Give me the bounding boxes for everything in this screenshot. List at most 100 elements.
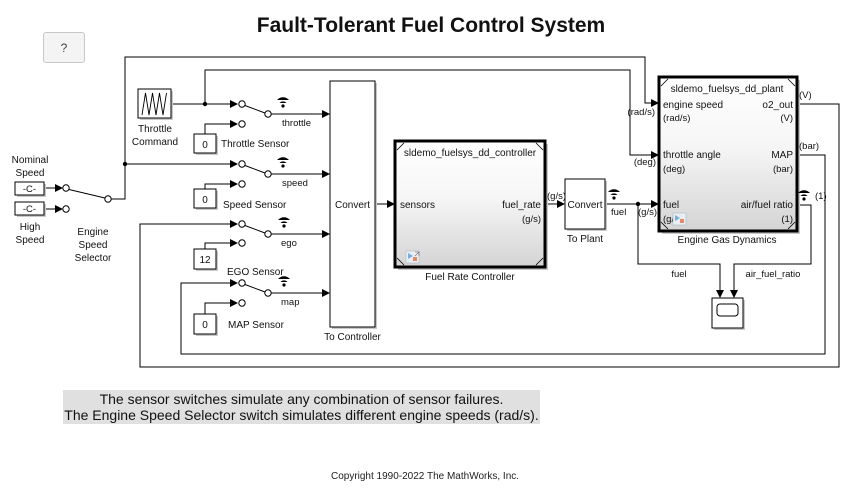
signal-unit: (rad/s) xyxy=(628,107,655,118)
speed-sensor-constant[interactable]: 0 Speed Sensor xyxy=(193,188,287,211)
signal-unit: (bar) xyxy=(799,141,819,152)
input-port-fuel: fuel xyxy=(663,200,679,211)
fuel-rate-controller-label: Fuel Rate Controller xyxy=(425,272,515,283)
nominal-speed-label: Nominal xyxy=(12,155,49,166)
constant-value: 0 xyxy=(202,140,208,151)
model-reference-name: sldemo_fuelsys_dd_plant xyxy=(671,84,784,95)
signal-logging-icon xyxy=(277,157,289,168)
high-speed-label: High xyxy=(20,222,41,233)
model-reference-name: sldemo_fuelsys_dd_controller xyxy=(404,148,537,159)
throttle-command-block[interactable]: Throttle Command xyxy=(132,88,178,148)
junction-dot xyxy=(202,101,208,107)
engine-speed-selector-label: Engine xyxy=(77,227,109,238)
constant-value: 0 xyxy=(202,195,208,206)
copyright-text: Copyright 1990-2022 The MathWorks, Inc. xyxy=(330,471,520,482)
junction-dot xyxy=(122,161,128,167)
signal-logging-icon xyxy=(278,276,290,287)
to-plant-label: To Plant xyxy=(567,234,603,245)
map-sensor-switch[interactable]: map xyxy=(238,276,300,308)
throttle-command-label: Command xyxy=(132,137,178,148)
throttle-sensor-label: Throttle Sensor xyxy=(221,139,290,150)
output-port-map: MAP xyxy=(771,150,793,161)
signal-label-speed: speed xyxy=(282,178,308,189)
signal-unit: (1) xyxy=(815,191,827,202)
constant-value: -C- xyxy=(23,204,36,215)
input-port-engine-speed: engine speed xyxy=(663,100,723,111)
engine-speed-line[interactable] xyxy=(108,56,659,200)
to-controller-label: To Controller xyxy=(324,332,381,343)
signal-label-fuel: fuel xyxy=(611,207,626,218)
convert-label: Convert xyxy=(567,200,602,211)
map-sensor-constant[interactable]: 0 MAP Sensor xyxy=(193,313,285,336)
page-title: Fault-Tolerant Fuel Control System xyxy=(257,14,605,37)
output-unit: (bar) xyxy=(773,164,793,175)
signal-label-air-fuel-ratio: air_fuel_ratio xyxy=(746,269,801,280)
signal-unit: (V) xyxy=(799,90,812,101)
annotation-note: The sensor switches simulate any combina… xyxy=(63,390,540,424)
engine-speed-selector-switch[interactable]: Engine Speed Selector xyxy=(62,184,112,264)
to-controller-block[interactable]: Convert To Controller xyxy=(324,80,382,343)
annotation-line: The sensor switches simulate any combina… xyxy=(99,391,504,407)
model-reference-icon xyxy=(672,212,687,226)
map-sensor-label: MAP Sensor xyxy=(228,320,285,331)
nominal-speed-label: Speed xyxy=(16,168,45,179)
o2-feedback-line[interactable] xyxy=(139,103,840,368)
input-unit: (deg) xyxy=(663,164,685,175)
speed-sensor-line[interactable] xyxy=(204,180,238,189)
constant-value: 12 xyxy=(199,255,211,266)
signal-label-map: map xyxy=(281,297,299,308)
signal-logging-icon xyxy=(278,217,290,228)
input-unit: (rad/s) xyxy=(663,113,690,124)
output-unit: (V) xyxy=(780,113,793,124)
fuel-rate-controller-block[interactable]: sldemo_fuelsys_dd_controller sensors fue… xyxy=(393,139,548,283)
engine-speed-selector-label: Selector xyxy=(75,253,112,264)
signal-unit: (g/s) xyxy=(638,207,657,218)
throttle-sensor-constant[interactable]: 0 Throttle Sensor xyxy=(193,133,290,155)
map-sensor-line[interactable] xyxy=(204,299,238,314)
output-unit: (1) xyxy=(781,214,793,225)
scope-block[interactable] xyxy=(711,297,745,330)
ego-sensor-label: EGO Sensor xyxy=(227,267,284,278)
nominal-speed-constant[interactable]: Nominal Speed -C- xyxy=(12,155,49,197)
constant-value: -C- xyxy=(23,184,36,195)
high-speed-constant[interactable]: -C- High Speed xyxy=(14,201,46,246)
ego-sensor-switch[interactable]: ego xyxy=(238,217,297,249)
fuel-scope-line[interactable] xyxy=(637,204,724,298)
input-port-sensors: sensors xyxy=(400,200,435,211)
ego-sensor-line[interactable] xyxy=(204,239,238,249)
annotation-line: The Engine Speed Selector switch simulat… xyxy=(64,407,539,423)
signal-label-ego: ego xyxy=(281,238,297,249)
signal-logging-icon xyxy=(608,189,620,200)
signal-unit: (deg) xyxy=(634,157,656,168)
input-port-throttle-angle: throttle angle xyxy=(663,150,721,161)
speed-sensor-switch[interactable]: speed xyxy=(238,157,308,189)
signal-label-fuel: fuel xyxy=(671,269,686,280)
input-unit: (g/s) xyxy=(663,214,682,225)
scope-icon xyxy=(716,303,739,317)
repeating-sequence-icon xyxy=(141,92,167,116)
throttle-command-label: Throttle xyxy=(138,124,172,135)
engine-gas-dynamics-label: Engine Gas Dynamics xyxy=(678,235,777,246)
to-plant-block[interactable]: Convert To Plant xyxy=(564,178,607,245)
output-port-o2-out: o2_out xyxy=(762,100,793,111)
output-port-air-fuel-ratio: air/fuel ratio xyxy=(741,200,794,211)
signal-logging-icon xyxy=(277,97,289,108)
air-fuel-ratio-line[interactable] xyxy=(730,204,812,298)
ego-sensor-constant[interactable]: 12 EGO Sensor xyxy=(193,248,284,278)
map-feedback-line[interactable] xyxy=(180,154,826,355)
throttle-sensor-switch[interactable]: throttle xyxy=(238,97,311,129)
throttle-angle-line[interactable] xyxy=(204,69,659,159)
constant-value: 0 xyxy=(202,320,208,331)
throttle-sensor-line[interactable] xyxy=(204,120,238,134)
speed-sensor-label: Speed Sensor xyxy=(223,200,287,211)
engine-gas-dynamics-block[interactable]: sldemo_fuelsys_dd_plant engine speed (ra… xyxy=(657,75,800,246)
high-speed-label: Speed xyxy=(16,235,45,246)
output-unit: (g/s) xyxy=(522,214,541,225)
convert-label: Convert xyxy=(335,200,370,211)
signal-label-throttle: throttle xyxy=(282,118,311,129)
signal-unit: (g/s) xyxy=(547,191,566,202)
engine-speed-selector-label: Speed xyxy=(79,240,108,251)
output-port-fuel-rate: fuel_rate xyxy=(502,200,541,211)
help-button[interactable]: ? xyxy=(43,32,85,63)
